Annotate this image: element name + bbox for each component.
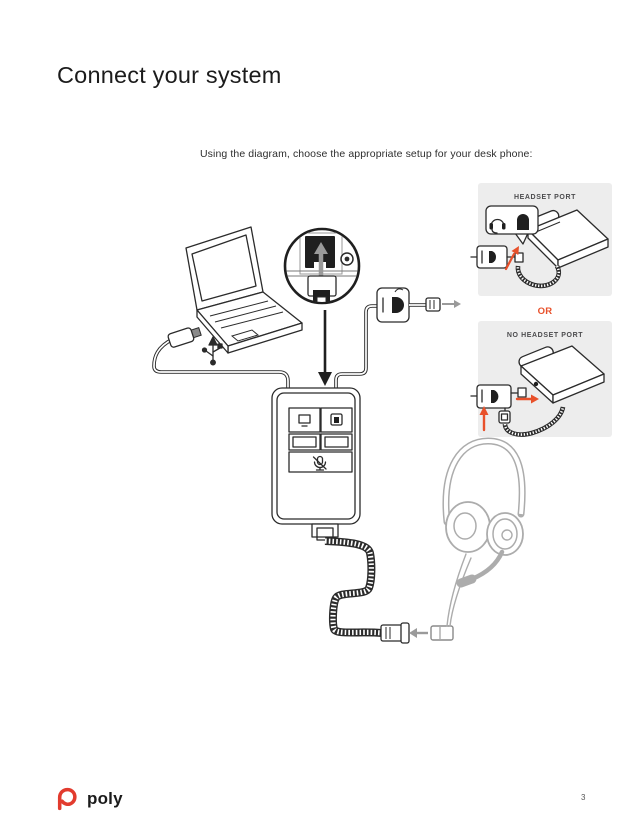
coiled-cable xyxy=(324,537,383,637)
poly-logo-text: poly xyxy=(87,788,123,808)
setup-diagram: HEADSET PORT xyxy=(0,170,640,670)
usb-icon xyxy=(201,336,223,366)
rj-plug-detail xyxy=(307,275,337,302)
left-arrow-icon xyxy=(409,628,428,638)
phone-cable xyxy=(334,304,377,390)
laptop-illustration xyxy=(185,226,303,354)
headset-icon xyxy=(489,218,506,234)
down-arrow-icon xyxy=(318,310,332,386)
computer-button xyxy=(288,407,321,433)
mute-button xyxy=(288,451,353,473)
orange-up-arrow-headset-port xyxy=(504,246,519,271)
poly-logo-mark xyxy=(57,787,77,811)
headset-port-label: HEADSET PORT xyxy=(514,194,576,201)
or-label: OR xyxy=(538,306,553,317)
intro-text: Using the diagram, choose the appropriat… xyxy=(200,148,533,160)
computer-icon xyxy=(298,414,311,427)
inline-adapter xyxy=(376,287,461,323)
usb-plug xyxy=(167,326,202,348)
setup-diagram-svg: HEADSET PORT xyxy=(152,183,612,644)
switcher-box-illustration xyxy=(271,387,361,541)
qd-connector xyxy=(380,622,410,644)
mic-boom xyxy=(456,549,505,588)
orange-right-arrow xyxy=(515,394,539,404)
no-headset-port-panel: NO HEADSET PORT xyxy=(470,321,612,437)
headset-qd-connector xyxy=(430,625,454,641)
desk-phone-icon xyxy=(330,413,343,426)
headset-jack-icon xyxy=(517,214,529,230)
usb-cable xyxy=(152,326,290,390)
magnifier-icon xyxy=(283,227,361,305)
callout-bubble xyxy=(485,205,539,245)
footer: poly xyxy=(55,786,123,811)
page-number: 3 xyxy=(581,793,586,802)
orange-up-arrow-no-headset xyxy=(479,406,489,432)
volume-buttons xyxy=(288,433,353,451)
desk-phone-no-headset-port xyxy=(518,345,605,404)
headset-illustration xyxy=(442,437,526,627)
right-arrow-icon xyxy=(442,300,461,308)
page-title: Connect your system xyxy=(57,61,282,88)
headset-port-adapter xyxy=(470,245,524,269)
headset-port-panel: HEADSET PORT xyxy=(470,183,612,296)
no-headset-adapter xyxy=(470,384,527,424)
no-headset-port-label: NO HEADSET PORT xyxy=(507,332,583,339)
mute-icon xyxy=(312,455,327,471)
